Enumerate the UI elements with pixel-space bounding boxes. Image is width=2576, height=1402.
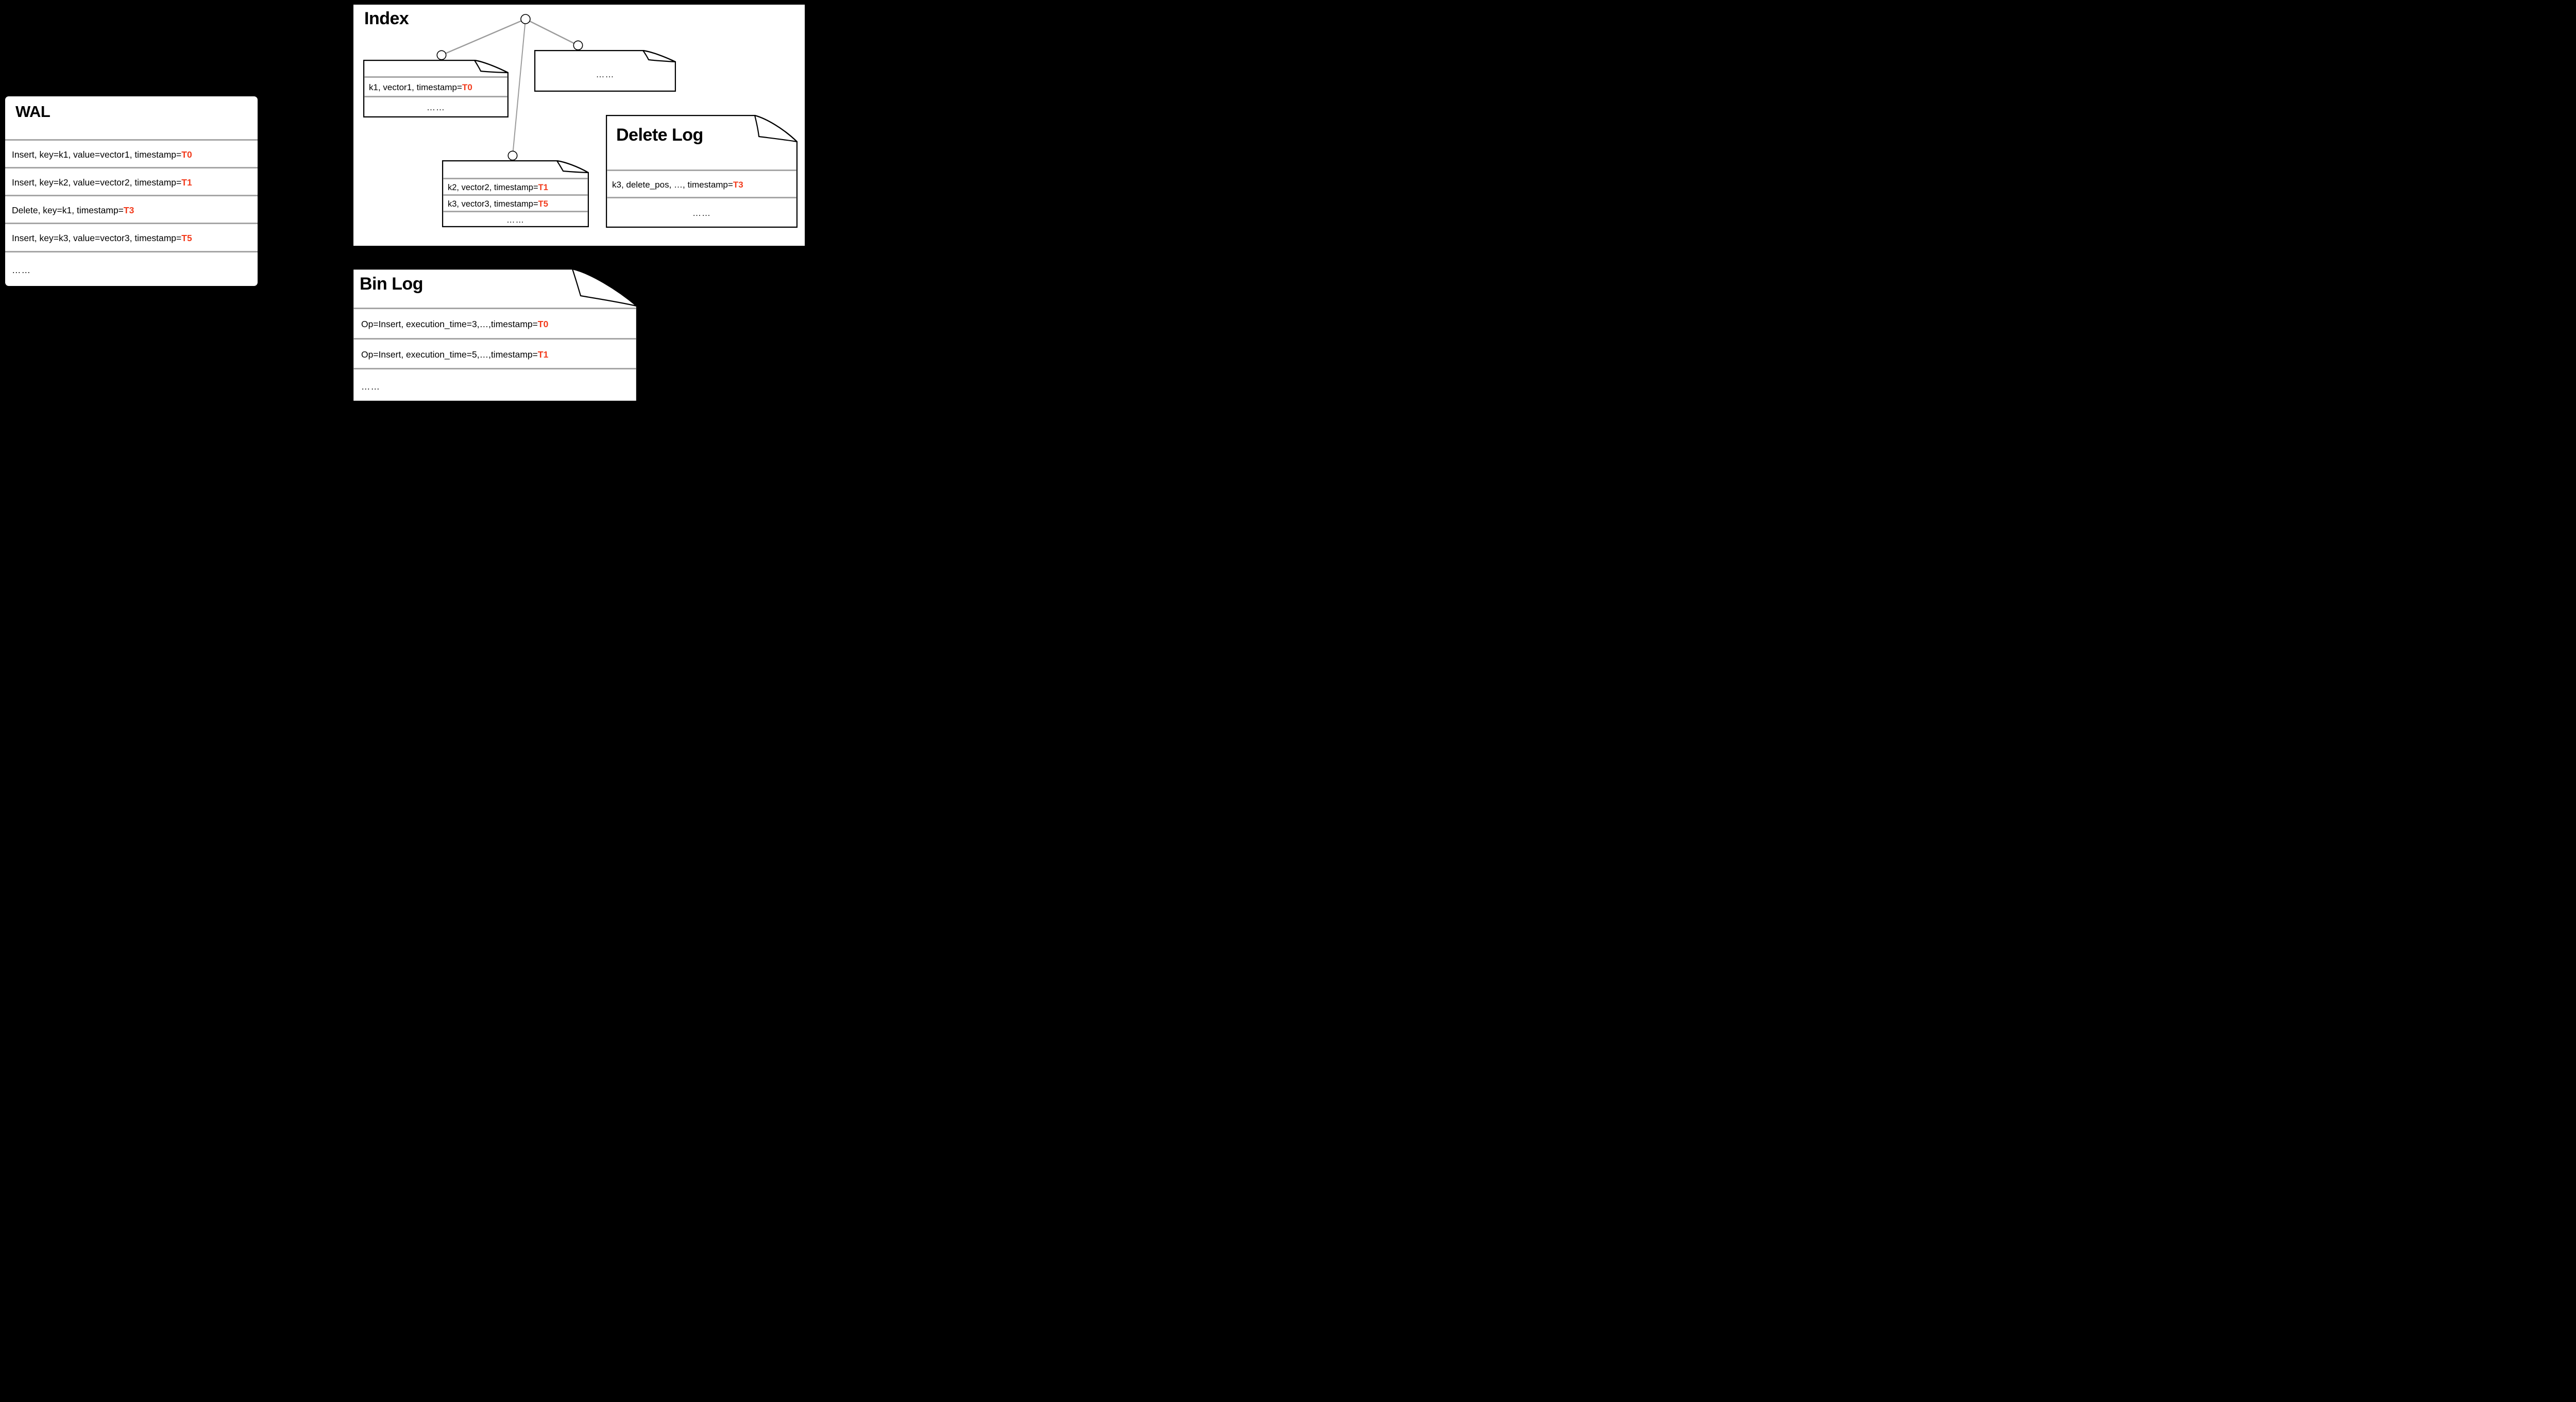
folded-corner-icon bbox=[754, 115, 798, 143]
row-text: k3, vector3, timestamp= bbox=[448, 199, 538, 209]
wal-row: Insert, key=k1, value=vector1, timestamp… bbox=[5, 139, 258, 168]
row-text: …… bbox=[427, 103, 445, 112]
index-segment-doc-more: …… bbox=[534, 50, 676, 92]
doc-row: …… bbox=[364, 96, 507, 118]
timestamp-value: T3 bbox=[123, 205, 134, 215]
diagram-canvas: WAL Insert, key=k1, value=vector1, times… bbox=[0, 0, 808, 402]
document-icon bbox=[442, 160, 589, 227]
wal-row: Insert, key=k2, value=vector2, timestamp… bbox=[5, 167, 258, 196]
row-text: k2, vector2, timestamp= bbox=[448, 182, 538, 192]
doc-row: …… bbox=[443, 211, 588, 228]
wal-row: Insert, key=k3, value=vector3, timestamp… bbox=[5, 223, 258, 252]
wal-row: …… bbox=[5, 251, 258, 288]
index-title: Index bbox=[364, 9, 409, 28]
paper-outline bbox=[606, 115, 798, 228]
bin-log-doc: Bin Log Op=Insert, execution_time=3,…,ti… bbox=[352, 268, 637, 402]
row-text: …… bbox=[596, 70, 615, 79]
folded-corner-icon bbox=[571, 268, 637, 307]
wal-title: WAL bbox=[15, 103, 50, 121]
bin-log-title: Bin Log bbox=[360, 274, 423, 294]
doc-row: k3, vector3, timestamp=T5 bbox=[443, 194, 588, 212]
doc-row: k2, vector2, timestamp=T1 bbox=[443, 178, 588, 196]
timestamp-value: T5 bbox=[538, 199, 548, 209]
row-text: …… bbox=[361, 381, 380, 392]
delete-log-doc: Delete Log k3, delete_pos, …, timestamp=… bbox=[606, 115, 798, 228]
row-text: Insert, key=k3, value=vector3, timestamp… bbox=[12, 233, 182, 243]
index-segment-doc-k1: k1, vector1, timestamp=T0 …… bbox=[363, 60, 509, 117]
timestamp-value: T1 bbox=[537, 349, 549, 360]
doc-row: …… bbox=[607, 197, 796, 228]
row-text: k1, vector1, timestamp= bbox=[369, 82, 462, 92]
row-text: Insert, key=k1, value=vector1, timestamp… bbox=[12, 149, 182, 160]
folded-corner-icon bbox=[642, 50, 676, 63]
timestamp-value: T1 bbox=[181, 177, 192, 188]
row-text: Insert, key=k2, value=vector2, timestamp… bbox=[12, 177, 182, 188]
index-segment-doc-k2: k2, vector2, timestamp=T1 k3, vector3, t… bbox=[442, 160, 589, 227]
row-text: Op=Insert, execution_time=3,…,timestamp= bbox=[361, 319, 538, 329]
paper-outline bbox=[534, 50, 676, 92]
row-text: k3, delete_pos, …, timestamp= bbox=[612, 179, 733, 190]
doc-row: Op=Insert, execution_time=3,…,timestamp=… bbox=[353, 308, 636, 340]
folded-corner-icon bbox=[556, 160, 589, 174]
document-icon bbox=[606, 115, 798, 228]
row-text: …… bbox=[506, 215, 524, 225]
document-icon bbox=[534, 50, 676, 92]
timestamp-value: T3 bbox=[733, 179, 743, 190]
timestamp-value: T5 bbox=[181, 233, 192, 243]
document-icon bbox=[363, 60, 509, 117]
doc-row: …… bbox=[535, 60, 675, 89]
paper-outline bbox=[442, 160, 589, 227]
doc-row: k1, vector1, timestamp=T0 bbox=[364, 76, 507, 97]
timestamp-value: T0 bbox=[181, 149, 192, 160]
timestamp-value: T0 bbox=[537, 319, 549, 329]
paper-outline bbox=[363, 60, 509, 117]
doc-row: …… bbox=[353, 368, 636, 402]
row-text: Delete, key=k1, timestamp= bbox=[12, 205, 124, 215]
folded-corner-icon bbox=[473, 60, 509, 74]
row-text: …… bbox=[692, 208, 711, 218]
timestamp-value: T0 bbox=[462, 82, 472, 92]
row-text: Op=Insert, execution_time=5,…,timestamp= bbox=[361, 349, 538, 360]
doc-row: k3, delete_pos, …, timestamp=T3 bbox=[607, 170, 796, 198]
wal-box: WAL Insert, key=k1, value=vector1, times… bbox=[5, 96, 258, 286]
timestamp-value: T1 bbox=[538, 182, 548, 192]
row-text: …… bbox=[12, 264, 31, 275]
wal-row: Delete, key=k1, timestamp=T3 bbox=[5, 195, 258, 224]
delete-log-title: Delete Log bbox=[616, 125, 703, 145]
doc-row: Op=Insert, execution_time=5,…,timestamp=… bbox=[353, 338, 636, 369]
